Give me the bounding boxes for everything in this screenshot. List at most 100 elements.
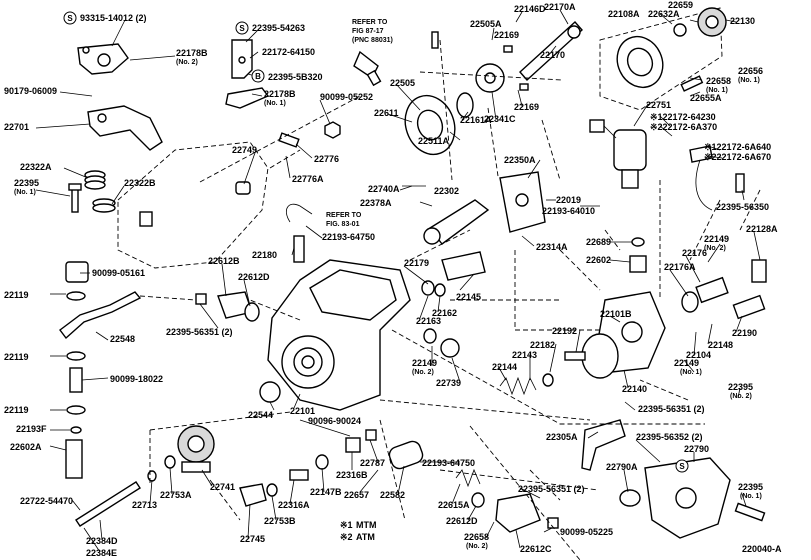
part-label: 22341C: [484, 114, 516, 124]
part-label: 22655A: [690, 93, 722, 103]
part-label-sub: (No. 2): [176, 59, 198, 66]
part-label: 22658: [706, 76, 731, 86]
pin-22192: [564, 351, 586, 361]
group-box-top-right: [599, 7, 723, 111]
tag-b-1-text: B: [255, 72, 261, 81]
part-label: 22145: [456, 292, 481, 302]
part-label: 22739: [436, 378, 461, 388]
key-22169: [503, 45, 513, 53]
part-label: 22384E: [86, 548, 117, 558]
part-label: 22505: [390, 78, 415, 88]
legend-mark-2: ※2: [340, 532, 353, 542]
part-label: 22753A: [160, 490, 192, 500]
gear-22130: [697, 7, 727, 37]
part-label: 22193-64750: [422, 458, 475, 468]
sleeve-22316b: [345, 437, 361, 453]
sensor-22180: [286, 203, 313, 263]
part-label: 22511A: [418, 136, 450, 146]
holder-22128a: [751, 259, 767, 283]
part-label: 22143: [512, 350, 537, 360]
part-label: 22182: [530, 340, 555, 350]
part-label: 22689: [586, 237, 611, 247]
part-label: 22611: [374, 108, 399, 118]
part-label-sub: (No. 2): [730, 393, 752, 400]
part-label: 22740A: [368, 184, 400, 194]
plug-22739: [423, 328, 460, 358]
part-label: 22751: [646, 100, 671, 110]
nut-90099-05252: [324, 121, 341, 139]
part-labels: 93315-14012 (2) 22178B (No. 2) 90179-060…: [4, 0, 778, 558]
part-label: 22658: [464, 532, 489, 542]
part-label-sub: (No. 1): [14, 189, 36, 196]
part-label: 22395-56351 (2): [166, 327, 233, 337]
washer-22182: [542, 373, 554, 387]
washer-22119-b: [66, 351, 86, 361]
part-label-sub: (No. 1): [264, 100, 286, 107]
part-label: 22170: [540, 50, 565, 60]
part-label: 22350A: [504, 155, 536, 165]
part-label: 22128A: [746, 224, 778, 234]
part-label-sub: (No. 2): [466, 543, 488, 550]
part-label: 22179: [404, 258, 429, 268]
cover-22612c: [495, 493, 541, 533]
gasket-22145: [441, 251, 486, 281]
part-label: 22713: [132, 500, 157, 510]
filter-22602a: [65, 439, 83, 479]
part-label: 22190: [732, 328, 757, 338]
part-label: 22178B: [264, 89, 296, 99]
part-graphics: [59, 7, 767, 539]
ref-note-2-line-1: REFER TO: [326, 212, 362, 219]
legend: ※1 MTM ※2 ATM: [340, 520, 377, 542]
washer-22753b: [266, 483, 278, 497]
part-label: 22544: [248, 410, 273, 420]
spring-22322b: [92, 198, 116, 213]
part-label: 22180: [252, 250, 277, 260]
washer-22713: [147, 470, 157, 482]
part-label: 22657: [344, 490, 369, 500]
part-label: 22395: [14, 178, 39, 188]
part-label: 22322A: [20, 162, 52, 172]
part-label: 22149: [412, 358, 437, 368]
ref-note-2-line-2: FIG. 83-01: [326, 221, 360, 228]
ref-note-1-line-2: FIG 87-17: [352, 28, 384, 35]
washer-22689: [631, 237, 645, 247]
figure-code: 220040-A: [742, 544, 782, 554]
part-label: 22108A: [608, 9, 640, 19]
drive-shaft-22170: [519, 21, 583, 81]
part-label: 22602A: [10, 442, 42, 452]
oring-22612d: [244, 302, 260, 322]
part-label: 90099-18022: [110, 374, 163, 384]
part-label: 22745: [240, 534, 265, 544]
washer-22753a: [164, 455, 176, 469]
ref-note-1-line-1: REFER TO: [352, 19, 388, 26]
part-label: ※122172-6A640: [704, 142, 771, 152]
leader-lines: [35, 9, 761, 560]
part-label: 22316B: [336, 470, 368, 480]
part-label: 22505A: [470, 19, 502, 29]
part-22659: [673, 23, 687, 37]
bolt-22395-56350: [735, 173, 745, 193]
bearing-22544: [259, 381, 281, 403]
part-label: 22146D: [514, 4, 546, 14]
part-label: 22170A: [544, 2, 576, 12]
part-label: 22776A: [292, 174, 324, 184]
part-label: 22169: [494, 30, 519, 40]
tag-s-3-text: S: [679, 462, 685, 471]
part-label: 22019: [556, 195, 581, 205]
tag-s-1-text: S: [67, 14, 73, 23]
valve-22302: [423, 199, 490, 245]
bolt-56351-left: [195, 293, 207, 305]
legend-text-1: MTM: [356, 520, 377, 530]
part-label: 22787: [360, 458, 385, 468]
part-label: 22656: [738, 66, 763, 76]
part-label: 22582: [380, 490, 405, 500]
part-label: 22314A: [536, 242, 568, 252]
distributor-head-22140: [581, 291, 666, 379]
part-label-sub: (No. 1): [740, 493, 762, 500]
part-label: 22147B: [310, 487, 342, 497]
governor-cover-22790: [644, 457, 731, 539]
pin-22656: [680, 75, 704, 92]
part-label: 22395-56350: [716, 202, 769, 212]
ring-22612d-b: [471, 492, 485, 508]
part-label: 22178B: [176, 48, 208, 58]
